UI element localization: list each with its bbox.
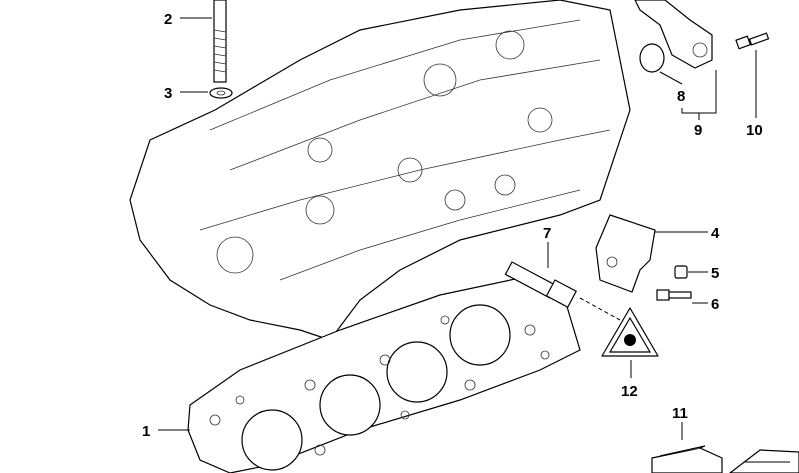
callout-11: 11 bbox=[672, 405, 688, 422]
callout-5: 5 bbox=[711, 265, 719, 282]
callout-2: 2 bbox=[164, 11, 172, 28]
callout-9: 9 bbox=[694, 122, 702, 139]
bracket bbox=[595, 214, 656, 293]
washer bbox=[209, 87, 233, 99]
head-gasket bbox=[187, 277, 581, 473]
head-bolt bbox=[213, 0, 227, 83]
callout-3: 3 bbox=[164, 85, 172, 102]
flange-bolt bbox=[735, 32, 770, 50]
callout-12: 12 bbox=[621, 383, 638, 400]
callout-4: 4 bbox=[711, 225, 720, 242]
o-ring bbox=[639, 43, 665, 73]
temperature-sensor bbox=[504, 261, 578, 308]
leader-lines bbox=[158, 17, 757, 440]
bolt bbox=[656, 289, 692, 301]
repair-kit-box bbox=[651, 445, 799, 473]
callout-1: 1 bbox=[142, 423, 150, 440]
cylinder-head bbox=[129, 0, 631, 341]
callout-6: 6 bbox=[711, 296, 719, 313]
callout-10: 10 bbox=[746, 122, 763, 139]
warning-triangle bbox=[601, 307, 659, 357]
nut bbox=[674, 265, 688, 279]
callout-8: 8 bbox=[677, 88, 685, 105]
coolant-flange bbox=[634, 0, 713, 69]
callout-7: 7 bbox=[543, 225, 551, 242]
